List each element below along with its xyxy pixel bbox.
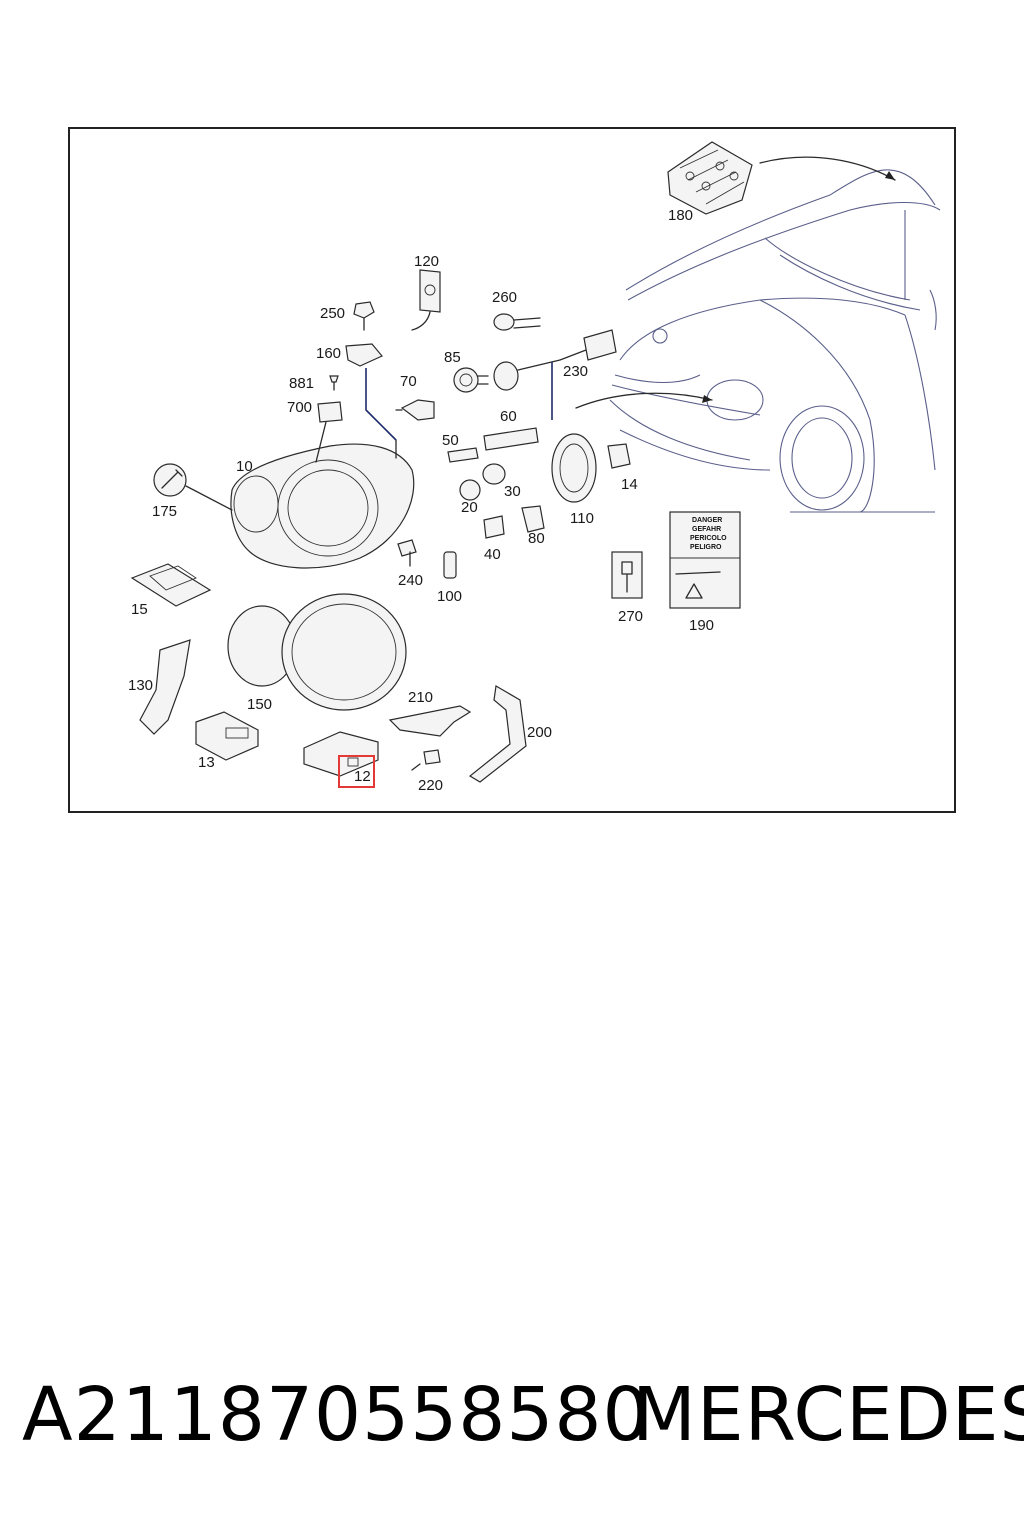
label-210[interactable]: 210 [408, 689, 433, 706]
label-190[interactable]: 190 [689, 617, 714, 634]
leader-160 [365, 368, 397, 441]
part-240-screw [397, 539, 417, 567]
label-30[interactable]: 30 [504, 483, 521, 500]
arrow-headlamp [575, 392, 713, 409]
part-85-socket [453, 367, 489, 393]
label-40[interactable]: 40 [484, 546, 501, 563]
car-outline [609, 169, 941, 513]
arrowhead-headlamp [702, 395, 712, 403]
label-110[interactable]: 110 [570, 510, 594, 527]
part-110-ring [551, 433, 597, 503]
part-180-module [667, 141, 753, 215]
part-220-screw [411, 749, 441, 771]
part-120-bracket [411, 269, 441, 331]
part-60-bulb [483, 427, 539, 451]
label-881[interactable]: 881 [289, 375, 314, 392]
label-180[interactable]: 180 [668, 207, 693, 224]
part-190-warning-label [669, 511, 741, 609]
part-250-bolt [353, 301, 375, 331]
part-230-connector [493, 329, 617, 420]
part-270-label-card [611, 551, 643, 599]
part-13-ballast [195, 711, 259, 761]
arrow-180 [759, 156, 896, 181]
part-14-clip [607, 443, 631, 469]
part-10-headlamp [230, 439, 415, 569]
warning-line-4: PELIGRO [690, 544, 722, 551]
leader-700 [315, 421, 327, 463]
part-number: A211870558580 [22, 1372, 651, 1458]
diagram-frame [68, 127, 956, 813]
label-20[interactable]: 20 [461, 499, 478, 516]
warning-line-2: GEFAHR [692, 526, 721, 533]
label-50[interactable]: 50 [442, 432, 459, 449]
label-700[interactable]: 700 [287, 399, 312, 416]
label-120[interactable]: 120 [414, 253, 439, 270]
label-13[interactable]: 13 [198, 754, 215, 771]
part-70-bulb [395, 399, 435, 421]
label-200[interactable]: 200 [527, 724, 552, 741]
part-12-highlight-box[interactable] [338, 755, 375, 788]
label-175[interactable]: 175 [152, 503, 177, 520]
part-12-igniter [303, 731, 379, 777]
label-12[interactable]: 12 [354, 768, 371, 785]
part-80-cap [521, 505, 545, 533]
part-200-shield [468, 685, 527, 783]
label-270[interactable]: 270 [618, 608, 643, 625]
part-130-bracket [139, 639, 191, 735]
label-14[interactable]: 14 [621, 476, 638, 493]
brand-name: MERCEDES [632, 1372, 1024, 1458]
warning-line-1: DANGER [692, 517, 722, 524]
label-100[interactable]: 100 [437, 588, 462, 605]
label-160[interactable]: 160 [316, 345, 341, 362]
part-100-sleeve [443, 551, 457, 579]
part-150-gasket [227, 593, 407, 711]
part-260-holder [493, 313, 541, 331]
callout-labels: 180 120 260 250 160 85 230 881 70 700 60… [128, 207, 714, 794]
part-210-bracket [388, 705, 472, 737]
part-160-clip [345, 343, 383, 367]
label-70[interactable]: 70 [400, 373, 417, 390]
label-130[interactable]: 130 [128, 677, 153, 694]
warning-line-3: PERICOLO [690, 535, 727, 542]
part-15-control-unit [130, 563, 212, 607]
label-85[interactable]: 85 [444, 349, 461, 366]
label-220[interactable]: 220 [418, 777, 443, 794]
label-150[interactable]: 150 [247, 696, 272, 713]
part-175-wrench-icon [153, 463, 233, 511]
label-230[interactable]: 230 [563, 363, 588, 380]
label-250[interactable]: 250 [320, 305, 345, 322]
label-15[interactable]: 15 [131, 601, 148, 618]
label-80[interactable]: 80 [528, 530, 545, 547]
part-881-700 [317, 375, 343, 423]
label-10[interactable]: 10 [236, 458, 253, 475]
label-240[interactable]: 240 [398, 572, 423, 589]
label-260[interactable]: 260 [492, 289, 517, 306]
part-40-socket [483, 515, 505, 539]
label-60[interactable]: 60 [500, 408, 517, 425]
arrowhead-180 [885, 171, 895, 180]
part-20-bulb [459, 479, 481, 501]
part-30-socket [482, 463, 506, 485]
footer: A211870558580 MERCEDES [0, 1372, 1024, 1482]
part-50-bulb [447, 447, 479, 463]
